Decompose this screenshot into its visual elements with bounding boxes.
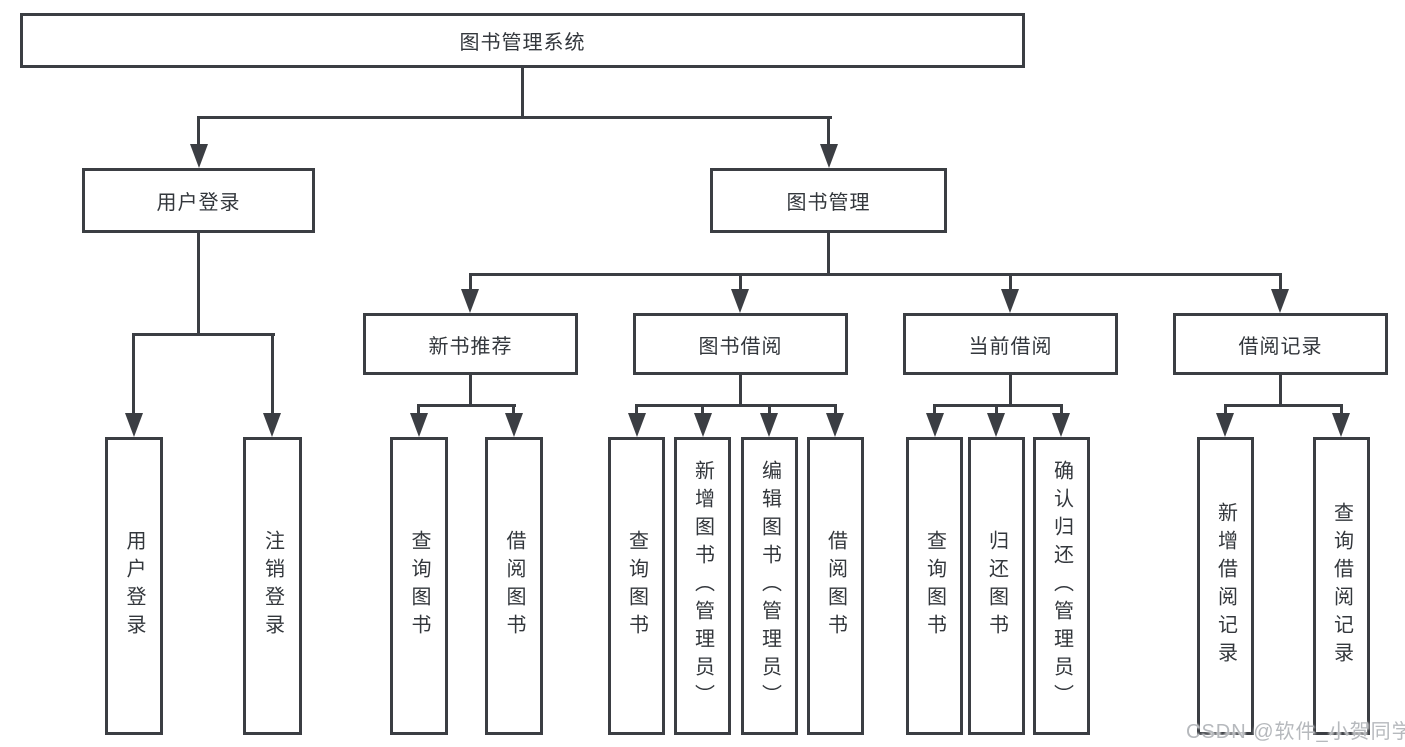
- arrow-down-icon: [410, 413, 428, 437]
- arrow-down-icon: [1001, 289, 1019, 313]
- leaf-records-add-borrow-record: 新增借阅记录: [1197, 437, 1254, 735]
- leaf-recommend-query-books: 查询图书: [390, 437, 448, 735]
- arrow-down-icon: [628, 413, 646, 437]
- connector-line: [827, 231, 830, 276]
- node-book-management: 图书管理: [710, 168, 947, 233]
- arrow-down-icon: [1216, 413, 1234, 437]
- connector-line: [132, 333, 135, 417]
- node-user-login: 用户登录: [82, 168, 315, 233]
- arrow-down-icon: [694, 413, 712, 437]
- connector-line: [1009, 373, 1012, 407]
- arrow-down-icon: [1271, 289, 1289, 313]
- arrow-down-icon: [505, 413, 523, 437]
- connector-line: [133, 333, 275, 336]
- connector-line: [469, 373, 472, 407]
- node-label: 新书推荐: [428, 335, 513, 358]
- node-label: 图书借阅: [698, 335, 783, 358]
- connector-line: [271, 333, 274, 417]
- node-label: 用户登录: [156, 192, 241, 214]
- node-label: 新增图书（管理员）: [691, 460, 714, 712]
- node-label: 归还图书: [985, 530, 1008, 642]
- node-label: 查询借阅记录: [1330, 502, 1353, 670]
- connector-line: [521, 66, 524, 119]
- node-label: 图书管理: [786, 192, 871, 214]
- node-label: 借阅图书: [503, 530, 525, 642]
- arrow-down-icon: [1332, 413, 1350, 437]
- connector-line: [197, 116, 200, 148]
- connector-line: [417, 404, 516, 407]
- node-label: 查询图书: [408, 530, 430, 642]
- connector-line: [198, 116, 832, 119]
- arrow-down-icon: [1052, 413, 1070, 437]
- arrow-down-icon: [461, 289, 479, 313]
- connector-line: [1009, 273, 1012, 293]
- node-label: 确认归还（管理员）: [1050, 460, 1073, 712]
- arrow-down-icon: [125, 413, 143, 437]
- connector-line: [1224, 404, 1343, 407]
- connector-line: [701, 404, 704, 417]
- leaf-current-confirm-return-admin: 确认归还（管理员）: [1033, 437, 1090, 735]
- connector-line: [933, 404, 1063, 407]
- node-label: 查询图书: [625, 530, 648, 642]
- node-label: 借阅记录: [1238, 335, 1323, 358]
- connector-line: [739, 373, 742, 407]
- connector-line: [635, 404, 638, 417]
- connector-line: [1060, 404, 1063, 417]
- node-root-library-management-system: 图书管理系统: [20, 13, 1025, 68]
- connector-line: [512, 404, 515, 417]
- connector-line: [995, 404, 998, 417]
- node-label: 借阅图书: [824, 530, 847, 642]
- connector-line: [1279, 273, 1282, 293]
- node-book-borrowing: 图书借阅: [633, 313, 848, 375]
- node-label: 查询图书: [923, 530, 946, 642]
- arrow-down-icon: [926, 413, 944, 437]
- connector-line: [469, 273, 1282, 276]
- csdn-watermark: CSDN @软件_小贺同学: [1186, 721, 1405, 743]
- connector-line: [768, 404, 771, 417]
- connector-line: [827, 116, 830, 148]
- arrow-down-icon: [190, 144, 208, 168]
- node-label: 当前借阅: [968, 335, 1053, 358]
- connector-line: [1224, 404, 1227, 417]
- arrow-down-icon: [263, 413, 281, 437]
- leaf-borrowing-borrow-books: 借阅图书: [807, 437, 864, 735]
- connector-line: [635, 404, 837, 407]
- arrow-down-icon: [820, 144, 838, 168]
- connector-line: [834, 404, 837, 417]
- connector-line: [1340, 404, 1343, 417]
- node-label: 用户登录: [123, 530, 145, 642]
- arrow-down-icon: [760, 413, 778, 437]
- node-label: 图书管理系统: [459, 32, 586, 54]
- leaf-borrowing-edit-books-admin: 编辑图书（管理员）: [741, 437, 798, 735]
- node-borrow-records: 借阅记录: [1173, 313, 1388, 375]
- connector-line: [469, 273, 472, 293]
- connector-line: [197, 231, 200, 336]
- arrow-down-icon: [731, 289, 749, 313]
- node-label: 编辑图书（管理员）: [758, 460, 781, 712]
- leaf-records-query-borrow-record: 查询借阅记录: [1313, 437, 1370, 735]
- leaf-user-login: 用户登录: [105, 437, 163, 735]
- connector-line: [739, 273, 742, 293]
- leaf-current-return-books: 归还图书: [968, 437, 1025, 735]
- leaf-borrowing-query-books: 查询图书: [608, 437, 665, 735]
- arrow-down-icon: [987, 413, 1005, 437]
- connector-line: [1279, 373, 1282, 407]
- leaf-logout: 注销登录: [243, 437, 302, 735]
- connector-line: [933, 404, 936, 417]
- node-current-borrowing: 当前借阅: [903, 313, 1118, 375]
- leaf-current-query-books: 查询图书: [906, 437, 963, 735]
- connector-line: [417, 404, 420, 417]
- arrow-down-icon: [826, 413, 844, 437]
- leaf-borrowing-add-books-admin: 新增图书（管理员）: [674, 437, 731, 735]
- leaf-recommend-borrow-books: 借阅图书: [485, 437, 543, 735]
- node-label: 新增借阅记录: [1214, 502, 1237, 670]
- node-label: 注销登录: [261, 530, 284, 642]
- node-new-book-recommend: 新书推荐: [363, 313, 578, 375]
